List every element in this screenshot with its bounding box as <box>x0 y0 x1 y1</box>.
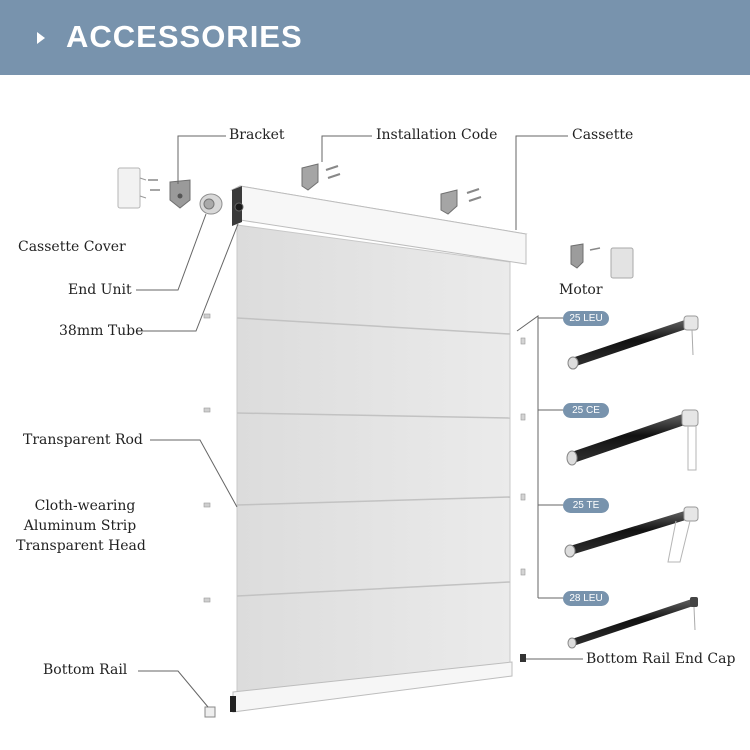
bottom-rail-end-cap-part <box>520 654 526 662</box>
bottom-rail-end <box>230 696 236 712</box>
motor-28-leu <box>567 597 698 649</box>
badge-motor-25-te: 25 TE <box>563 498 609 513</box>
badge-motor-25-leu: 25 LEU <box>563 311 609 326</box>
install-bracket-1 <box>301 163 341 191</box>
motor-25-te <box>564 506 699 563</box>
leader-cassette <box>515 135 568 230</box>
leader-motors <box>516 315 539 598</box>
install-bracket-2 <box>440 188 482 215</box>
fabric-rod-3 <box>236 496 511 506</box>
fabric-rod-1 <box>236 317 511 335</box>
cassette-cover-part <box>117 167 141 209</box>
bottom-rail-end-cap-left <box>204 706 216 718</box>
label-cloth-wearing: Cloth-wearing <box>34 498 136 514</box>
fabric-rod-4 <box>236 581 511 597</box>
label-bottom-rail: Bottom Rail <box>43 662 128 678</box>
fabric-rod-2 <box>236 412 511 419</box>
leader-tube <box>136 223 239 332</box>
triangle-right-icon <box>37 32 45 44</box>
page-title: ACCESSORIES <box>66 19 303 54</box>
label-installation-code: Installation Code <box>376 127 498 143</box>
motor-25-ce <box>566 409 699 471</box>
label-bracket: Bracket <box>229 127 285 143</box>
badge-motor-28-leu: 28 LEU <box>563 591 609 606</box>
header-banner: ACCESSORIES <box>0 0 750 75</box>
label-cassette-cover: Cassette Cover <box>18 239 126 255</box>
label-aluminum-strip: Aluminum Strip <box>23 518 137 534</box>
label-bottom-rail-end-cap: Bottom Rail End Cap <box>586 651 736 667</box>
badge-motor-25-ce: 25 CE <box>563 403 609 418</box>
label-transparent-rod: Transparent Rod <box>23 432 143 448</box>
label-cassette: Cassette <box>572 127 634 143</box>
label-motor: Motor <box>559 282 603 298</box>
leader-bottom-rail <box>138 670 209 708</box>
label-end-unit: End Unit <box>68 282 132 298</box>
leader-bracket <box>177 135 226 184</box>
cassette-end-hole <box>234 202 244 212</box>
label-transparent-head: Transparent Head <box>16 538 146 554</box>
fabric-panel <box>236 224 511 697</box>
label-tube: 38mm Tube <box>59 323 144 339</box>
leader-transparent-rod <box>150 439 238 508</box>
motor-bracket-part <box>570 243 634 279</box>
leader-installation-code <box>321 135 372 162</box>
leader-end-unit <box>136 213 207 291</box>
motor-25-leu <box>567 315 699 370</box>
